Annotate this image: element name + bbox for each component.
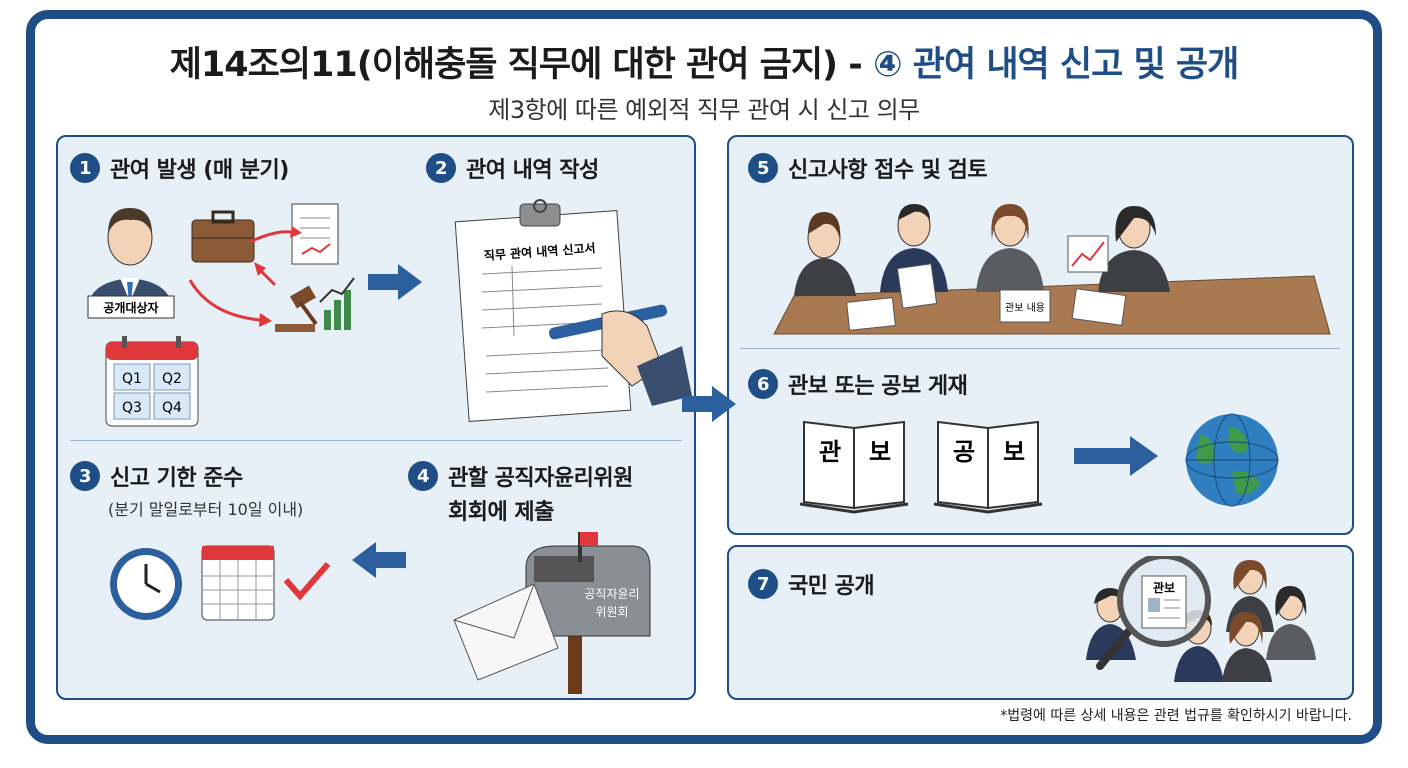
magnifier-document-label: 관보 [1153,580,1175,595]
meeting-paper-text: 관보 내용 [1005,302,1045,314]
gavel-icon [275,285,318,332]
red-arrow-3-head [259,313,272,327]
envelope-icon [453,583,559,681]
globe-icon [1185,413,1279,507]
red-arrow-1 [249,230,293,244]
quarter-q2: Q2 [162,371,182,387]
step-3-illustration [110,545,331,621]
mailbox-icon [525,532,651,694]
step-6-number: 6 [748,369,778,399]
title-accent: ④ 관여 내역 신고 및 공개 [872,45,1239,85]
red-arrow-1-head [290,226,302,238]
table-document-2 [1071,288,1127,326]
gazette-book-char-1: 관 [819,438,841,466]
gazette-book-icon [800,420,909,514]
step-7-label: 국민 공개 [788,574,875,599]
step-4-heading: 4 관할 공직자윤리위원 [408,460,633,492]
step-1-heading: 1 관여 발생 (매 분기) [70,152,289,184]
step-1-illustration: 공개대상자 Q1 Q2 Q3 [87,203,355,427]
step-7-number: 7 [748,569,778,599]
step-2-label: 관여 내역 작성 [466,158,599,183]
quarter-calendar-icon [105,336,199,427]
quarter-q1: Q1 [122,371,142,387]
step-2-illustration: 직무 관여 내역 신고서 [454,199,692,422]
step-6-illustration: 관 보 공 보 [800,413,1279,514]
arrow-4-to-3 [352,542,406,578]
bulletin-book-char-2: 보 [1003,438,1025,466]
held-document [896,263,938,309]
official-person-icon [88,208,172,310]
bar-chart-icon [319,277,355,330]
step-1-label: 관여 발생 (매 분기) [110,158,289,183]
step-6-heading: 6 관보 또는 공보 게재 [748,368,968,400]
quarter-q3: Q3 [122,400,142,416]
step-7-heading: 7 국민 공개 [748,568,875,600]
step-3-label: 신고 기한 준수 [110,466,243,491]
clock-icon [110,548,182,620]
document-icon [291,203,339,265]
table-document-1 [846,297,896,331]
panel-divider-right [740,348,1340,349]
step-2-number: 2 [426,153,456,183]
arrow-1-to-2 [368,264,422,300]
checkmark-icon [283,562,331,601]
step-5-label: 신고사항 접수 및 검토 [788,158,988,183]
citizen-5-icon [1222,612,1272,682]
step-4-number: 4 [408,461,438,491]
official-badge [87,295,175,319]
red-arrow-3 [188,279,261,322]
step-2-heading: 2 관여 내역 작성 [426,152,599,184]
trend-chart-icon [1067,235,1109,273]
deadline-calendar-icon [201,545,275,621]
step-5-number: 5 [748,153,778,183]
title-main: 제14조의11(이해충돌 직무에 대한 관여 금지) - [169,45,873,85]
step-5-heading: 5 신고사항 접수 및 검토 [748,152,988,184]
report-form-icon [454,199,632,422]
arrow-6-to-globe [1074,436,1158,476]
mailbox-label-2: 위원회 [595,605,628,619]
citizen-3-icon [1266,586,1316,660]
committee-member-1-icon [794,212,856,296]
mailbox-label-1: 공직자윤리 [584,587,639,601]
step-7-illustration: 관보 [1086,556,1316,682]
step-4-illustration: 공직자윤리 위원회 [453,532,651,694]
bulletin-book-char-1: 공 [953,438,975,466]
footnote: *법령에 따른 상세 내용은 관련 법규를 확인하시기 바랍니다. [1000,708,1352,724]
page-subtitle: 제3항에 따른 예외적 직무 관여 시 신고 의무 [488,96,920,124]
briefcase-icon [191,210,255,263]
panel-divider-left [70,440,682,441]
gazette-book-char-2: 보 [869,438,891,466]
arrow-2-to-5 [682,386,736,422]
step-3-heading: 3 신고 기한 준수 [70,460,243,492]
step-3-number: 3 [70,461,100,491]
step-4-label-line2: 회회에 제출 [448,500,554,525]
committee-member-4-icon [1098,206,1170,292]
meeting-paper [999,289,1051,323]
red-arrow-2-head [254,262,266,276]
committee-member-3-icon [976,204,1044,292]
page-title: 제14조의11(이해충돌 직무에 대한 관여 금지) - ④ 관여 내역 신고 … [0,36,1408,87]
bulletin-book-icon [933,420,1043,514]
step-1-number: 1 [70,153,100,183]
step-6-label: 관보 또는 공보 게재 [788,374,968,399]
hand-with-pen-icon [548,304,692,406]
step-5-illustration: 관보 내용 [773,204,1331,335]
quarter-q4: Q4 [162,400,182,416]
red-arrow-2 [258,268,277,287]
step-4-label-line1: 관할 공직자윤리위원 [448,466,633,491]
magnifying-glass-icon [1096,556,1211,670]
official-badge-text: 공개대상자 [103,300,158,315]
step-3-note: (분기 말일로부터 10일 이내) [108,500,304,519]
